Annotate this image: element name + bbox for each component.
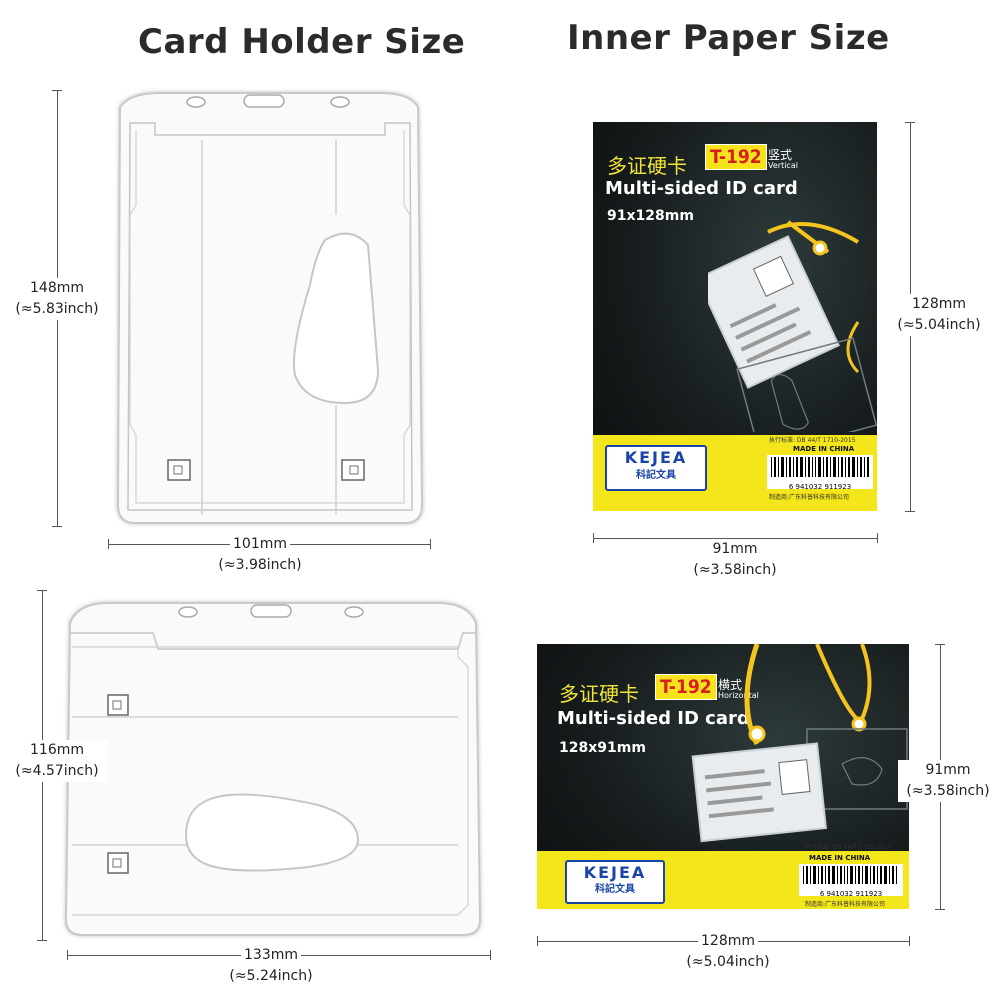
h-made-in: MADE IN CHINA (809, 854, 871, 862)
h-brand-name: KEJEA (583, 863, 647, 882)
paper-v-width-mm: 91mm (712, 541, 758, 557)
paper-h-height-inch: (≈3.58inch) (906, 783, 990, 799)
holder-v-height-tick-top (52, 90, 62, 91)
card-holder-size-heading: Card Holder Size (138, 22, 466, 62)
paper-v-height-inch: (≈5.04inch) (897, 317, 981, 333)
paper-h-height-tick-bottom (935, 909, 945, 910)
paper-v-width-inch: (≈3.58inch) (693, 562, 777, 578)
v-card-size: 91x128mm (607, 208, 694, 224)
paper-h-height-label: 91mm (≈3.58inch) (898, 760, 998, 802)
h-standard: 执行标准: DB 44/T 1710-2015 (805, 844, 892, 851)
paper-v-width-line (593, 538, 877, 539)
v-barcode: 6 941032 911923 (767, 455, 873, 491)
paper-h-width-inch: (≈5.04inch) (686, 954, 770, 970)
holder-v-width-inch: (≈3.98inch) (218, 557, 302, 573)
holder-h-width-mm: 133mm (241, 945, 301, 966)
holder-v-width-mm: 101mm (230, 534, 290, 555)
paper-v-height-label: 128mm (≈5.04inch) (886, 294, 992, 336)
h-barcode-number: 6 941032 911923 (819, 890, 883, 898)
h-model-badge: T-192 (655, 674, 717, 700)
holder-h-width-tick-right (490, 950, 491, 960)
h-manufacturer: 制造商:广东科普科技有限公司 (805, 901, 886, 908)
paper-h-width-mm: 128mm (698, 931, 758, 952)
holder-v-width-label: 101mm (≈3.98inch) (200, 534, 320, 576)
v-model-badge: T-192 (705, 144, 767, 170)
h-brand-logo: KEJEA 科記文具 (565, 860, 665, 904)
holder-h-height-tick-top (37, 590, 47, 591)
h-barcode: 6 941032 911923 (799, 864, 903, 898)
horizontal-paper-card: 多证硬卡 T-192 横式 Horizontal Multi-sided ID … (537, 644, 909, 909)
h-brand-cn: 科記文具 (595, 884, 635, 895)
v-brand-cn: 科記文具 (636, 470, 676, 481)
paper-v-width-tick-left (593, 533, 594, 543)
h-card-title: Multi-sided ID card (557, 708, 750, 729)
v-brand-logo: KEJEA 科記文具 (605, 445, 707, 491)
paper-h-height-tick-top (935, 644, 945, 645)
v-orientation-cn: 竖式 (768, 148, 793, 162)
v-manufacturer: 制造商:广东科普科技有限公司 (769, 494, 850, 501)
vertical-paper-card: 多证硬卡 T-192 竖式 Vertical Multi-sided ID ca… (593, 122, 877, 511)
h-orientation-en: Horizontal (718, 691, 759, 700)
paper-h-width-label: 128mm (≈5.04inch) (672, 931, 784, 973)
paper-v-height-mm: 128mm (912, 296, 966, 312)
paper-h-height-mm: 91mm (925, 762, 971, 778)
holder-h-width-label: 133mm (≈5.24inch) (206, 945, 336, 987)
v-card-title: Multi-sided ID card (605, 178, 798, 199)
holder-v-height-mm: 148mm (30, 280, 84, 296)
paper-h-width-tick-right (909, 936, 910, 946)
v-standard: 执行标准: DB 44/T 1710-2015 (769, 437, 856, 444)
holder-v-height-tick-bottom (52, 526, 62, 527)
vertical-card-holder-illustration (116, 92, 424, 524)
holder-h-width-tick-left (67, 950, 68, 960)
holder-v-width-tick-left (108, 539, 109, 549)
h-orientation-cn: 横式 (718, 678, 743, 692)
v-brand-name: KEJEA (624, 448, 688, 467)
holder-h-height-label: 116mm (≈4.57inch) (6, 740, 108, 782)
h-card-size: 128x91mm (559, 740, 646, 756)
paper-v-height-tick-bottom (905, 511, 915, 512)
holder-v-width-tick-right (430, 539, 431, 549)
paper-h-width-tick-left (537, 936, 538, 946)
v-barcode-bars (771, 457, 869, 477)
paper-v-width-tick-right (877, 533, 878, 543)
paper-v-height-tick-top (905, 122, 915, 123)
h-cn-title: 多证硬卡 (559, 682, 639, 706)
v-barcode-number: 6 941032 911923 (788, 483, 852, 491)
horizontal-card-holder-illustration (64, 602, 482, 936)
holder-v-height-inch: (≈5.83inch) (15, 301, 99, 317)
holder-h-height-mm: 116mm (30, 742, 84, 758)
holder-v-height-label: 148mm (≈5.83inch) (6, 278, 108, 320)
v-cn-title: 多证硬卡 (607, 154, 687, 178)
inner-paper-size-heading: Inner Paper Size (567, 18, 890, 58)
v-orientation-en: Vertical (768, 161, 798, 170)
v-card-holder-drawing (708, 220, 877, 432)
holder-h-height-inch: (≈4.57inch) (15, 763, 99, 779)
holder-h-height-tick-bottom (37, 940, 47, 941)
paper-v-width-label: 91mm (≈3.58inch) (680, 539, 790, 581)
holder-h-width-inch: (≈5.24inch) (229, 968, 313, 984)
v-made-in: MADE IN CHINA (793, 445, 855, 453)
h-card-holder-drawing (691, 644, 908, 843)
h-barcode-bars (803, 866, 897, 884)
